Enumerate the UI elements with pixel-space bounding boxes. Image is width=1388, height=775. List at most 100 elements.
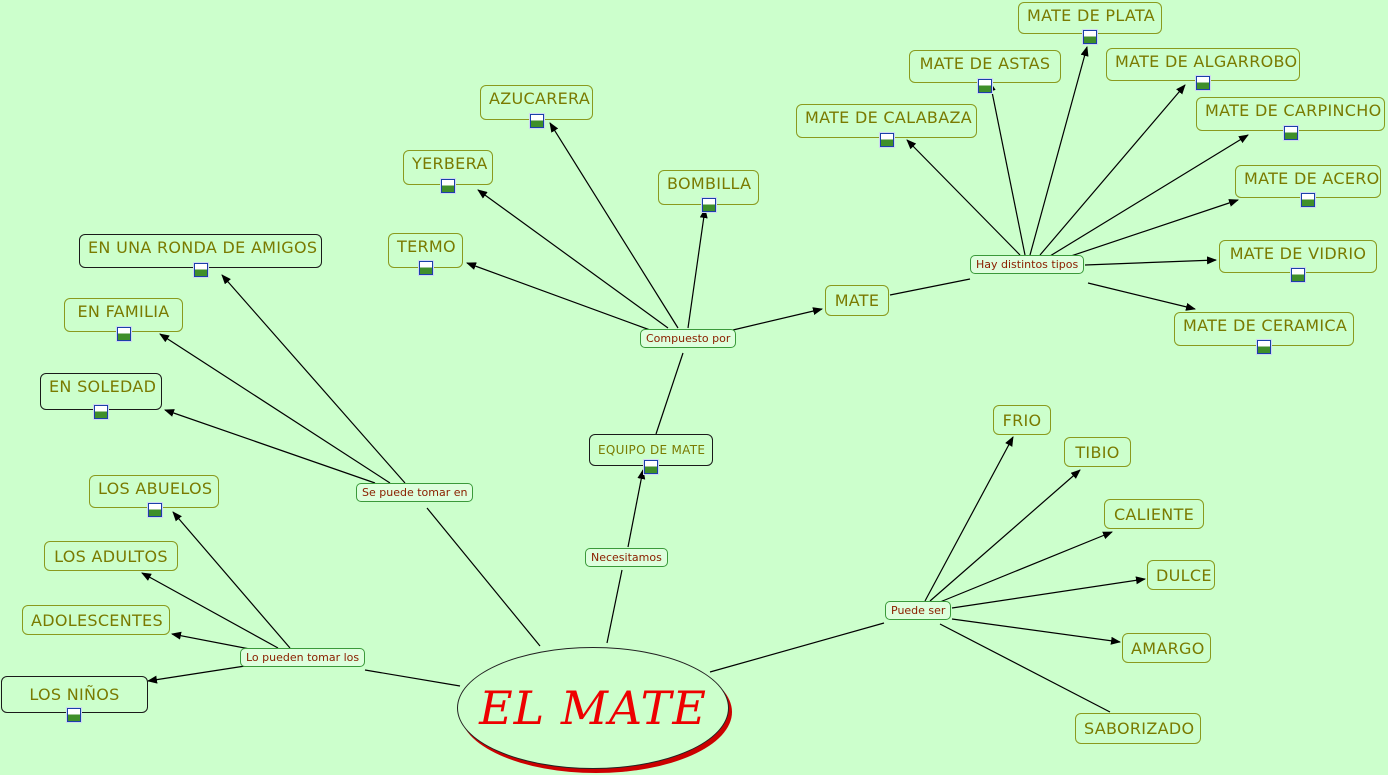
image-resource-icon[interactable]: [530, 114, 544, 128]
link-compuesto-bombilla: [687, 208, 708, 329]
concept-label: LOS ADULTOS: [54, 547, 168, 566]
image-resource-icon[interactable]: [1284, 126, 1298, 140]
concept-label: AZUCARERA: [489, 89, 591, 108]
image-resource-icon[interactable]: [194, 263, 208, 277]
concept-tibio[interactable]: TIBIO: [1064, 437, 1131, 467]
concept-mate[interactable]: MATE: [825, 285, 889, 316]
concept-label: MATE DE ALGARROBO: [1115, 52, 1298, 71]
concept-label: YERBERA: [412, 154, 488, 173]
phrase-necesitamos[interactable]: Necesitamos: [585, 548, 668, 567]
phrase-compuesto-por[interactable]: Compuesto por: [640, 329, 737, 348]
concept-label: MATE DE VIDRIO: [1229, 244, 1367, 263]
link-puedeser-frio: [924, 436, 1014, 602]
link-sepuede-familia: [159, 333, 391, 484]
concept-label: DULCE: [1156, 566, 1212, 585]
link-equipo-compuesto: [655, 352, 684, 435]
concept-label: BOMBILLA: [667, 174, 752, 193]
image-resource-icon[interactable]: [1083, 30, 1097, 44]
concept-label: EQUIPO DE MATE: [598, 443, 706, 457]
link-mate-tipos: [889, 278, 971, 296]
link-lopueden-ninos: [147, 665, 246, 684]
phrase-puede-ser[interactable]: Puede ser: [885, 601, 952, 620]
link-tipos-calabaza: [906, 139, 1021, 256]
concept-en-familia[interactable]: EN FAMILIA: [64, 298, 183, 332]
concept-label: LOS ABUELOS: [98, 479, 213, 498]
concept-mate-de-plata[interactable]: MATE DE PLATA: [1018, 2, 1162, 34]
link-lopueden-adolescentes: [171, 631, 256, 651]
concept-label: LOS NIÑOS: [29, 685, 120, 704]
concept-caliente[interactable]: CALIENTE: [1104, 499, 1204, 529]
image-resource-icon[interactable]: [117, 327, 131, 341]
link-tipos-acero: [1064, 199, 1239, 259]
image-resource-icon[interactable]: [644, 460, 658, 474]
concept-frio[interactable]: FRIO: [993, 405, 1051, 435]
image-resource-icon[interactable]: [978, 79, 992, 93]
concept-label: EN SOLEDAD: [49, 377, 157, 396]
link-main-lopueden: [364, 669, 461, 687]
concept-label: AMARGO: [1131, 639, 1205, 658]
link-compuesto-termo: [466, 262, 651, 331]
link-tipos-algarrobo: [1039, 84, 1186, 256]
concept-amargo[interactable]: AMARGO: [1122, 633, 1211, 663]
image-resource-icon[interactable]: [880, 133, 894, 147]
concept-label: MATE DE CARPINCHO: [1205, 101, 1382, 120]
concept-mate-de-calabaza[interactable]: MATE DE CALABAZA: [796, 104, 977, 138]
image-resource-icon[interactable]: [148, 503, 162, 517]
concept-label: CALIENTE: [1113, 505, 1195, 524]
concept-label: MATE DE CERAMICA: [1183, 316, 1348, 335]
image-resource-icon[interactable]: [94, 405, 108, 419]
concept-label: MATE DE CALABAZA: [805, 108, 972, 127]
concept-label: MATE: [834, 291, 880, 310]
concept-label: EN UNA RONDA DE AMIGOS: [88, 238, 318, 257]
link-main-necesitamos: [606, 569, 623, 644]
link-main-sepuede: [426, 507, 541, 647]
concept-los-ninos[interactable]: LOS NIÑOS: [1, 676, 148, 713]
concept-dulce[interactable]: DULCE: [1147, 560, 1215, 590]
link-tipos-carpincho: [1049, 134, 1249, 257]
concept-adolescentes[interactable]: ADOLESCENTES: [22, 605, 170, 635]
link-sepuede-ronda: [221, 274, 406, 484]
link-main-puedeser: [709, 622, 885, 673]
concept-mate-de-acero[interactable]: MATE DE ACERO: [1235, 165, 1381, 198]
link-tipos-astas: [987, 81, 1026, 256]
image-resource-icon[interactable]: [1301, 193, 1315, 207]
concept-mate-de-carpincho[interactable]: MATE DE CARPINCHO: [1196, 97, 1385, 131]
link-tipos-ceramica: [1087, 282, 1196, 311]
image-resource-icon[interactable]: [67, 708, 81, 722]
phrase-hay-distintos-tipos[interactable]: Hay distintos tipos: [970, 255, 1085, 274]
link-puedeser-tibio: [929, 469, 1081, 602]
concept-label: TERMO: [397, 237, 456, 256]
image-resource-icon[interactable]: [441, 179, 455, 193]
concept-los-adultos[interactable]: LOS ADULTOS: [44, 541, 178, 571]
image-resource-icon[interactable]: [1196, 76, 1210, 90]
concept-label: TIBIO: [1075, 443, 1120, 462]
concept-label: MATE DE PLATA: [1027, 6, 1156, 25]
main-concept-el-mate[interactable]: EL MATE: [457, 647, 729, 769]
link-puedeser-dulce: [951, 576, 1146, 609]
concept-label: FRIO: [1002, 411, 1042, 430]
concept-mate-de-algarrobo[interactable]: MATE DE ALGARROBO: [1106, 48, 1300, 81]
concept-label: MATE DE ACERO: [1244, 169, 1380, 188]
concept-label: SABORIZADO: [1084, 719, 1195, 738]
concept-label: ADOLESCENTES: [31, 611, 163, 630]
image-resource-icon[interactable]: [702, 198, 716, 212]
link-compuesto-azucarera: [549, 122, 679, 329]
link-puedeser-caliente: [939, 531, 1113, 603]
main-concept-title: EL MATE: [479, 681, 707, 735]
concept-label: EN FAMILIA: [77, 302, 170, 321]
concept-en-una-ronda-de-amigos[interactable]: EN UNA RONDA DE AMIGOS: [79, 234, 322, 268]
image-resource-icon[interactable]: [1257, 340, 1271, 354]
image-resource-icon[interactable]: [1291, 268, 1305, 282]
concept-los-abuelos[interactable]: LOS ABUELOS: [89, 475, 219, 508]
concept-mate-de-astas[interactable]: MATE DE ASTAS: [909, 50, 1061, 83]
phrase-se-puede-tomar-en[interactable]: Se puede tomar en: [356, 483, 474, 502]
link-compuesto-mate: [732, 307, 823, 331]
link-tipos-plata: [1029, 46, 1089, 256]
image-resource-icon[interactable]: [419, 261, 433, 275]
link-puedeser-amargo: [951, 618, 1121, 645]
concept-saborizado[interactable]: SABORIZADO: [1075, 713, 1201, 744]
link-lopueden-abuelos: [172, 511, 291, 649]
concept-mate-de-vidrio[interactable]: MATE DE VIDRIO: [1219, 240, 1377, 273]
phrase-lo-pueden-tomar-los[interactable]: Lo pueden tomar los: [240, 648, 366, 667]
